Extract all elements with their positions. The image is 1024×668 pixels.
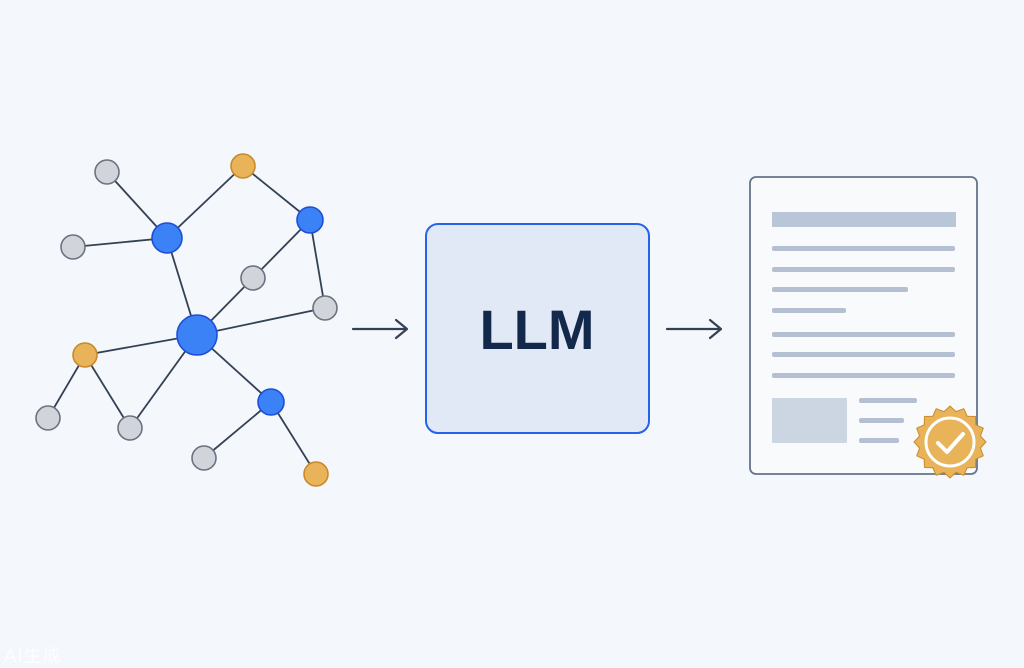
graph-node-orange (230, 153, 256, 179)
document-text-line (772, 352, 955, 357)
graph-edge (242, 165, 311, 221)
graph-node-blue (176, 314, 218, 356)
checkmark-icon (936, 432, 965, 454)
graph-node-gray (240, 265, 266, 291)
graph-edge (309, 219, 326, 309)
graph-edge (166, 165, 244, 239)
arrow-to-llm (351, 318, 409, 340)
graph-node-gray (60, 234, 86, 260)
document-text-line (859, 438, 899, 443)
graph-node-gray (117, 415, 143, 441)
graph-node-gray (94, 159, 120, 185)
document-header-bar (772, 212, 956, 227)
graph-node-blue (257, 388, 285, 416)
graph-node-blue (296, 206, 324, 234)
graph-node-gray (191, 445, 217, 471)
graph-node-gray (312, 295, 338, 321)
graph-node-gray (35, 405, 61, 431)
llm-label: LLM (479, 298, 594, 361)
graph-edge (203, 401, 272, 459)
arrow-to-document (665, 318, 723, 340)
document-icon (749, 176, 978, 475)
document-text-line (859, 398, 917, 403)
knowledge-graph-icon (35, 153, 338, 487)
document-image-placeholder (772, 398, 847, 443)
document-text-line (859, 418, 904, 423)
document-text-line (772, 373, 955, 378)
watermark: AI生成 (4, 646, 62, 667)
graph-edge (196, 307, 326, 336)
graph-edge (84, 354, 131, 429)
graph-node-orange (72, 342, 98, 368)
verified-badge-icon (913, 405, 987, 479)
llm-box: LLM (425, 223, 650, 434)
document-text-line (772, 267, 955, 272)
document-text-line (772, 246, 955, 251)
document-text-line (772, 287, 908, 292)
graph-edge (270, 401, 317, 475)
document-text-line (772, 332, 955, 337)
graph-node-blue (151, 222, 183, 254)
graph-nodes (35, 153, 338, 487)
graph-node-orange (303, 461, 329, 487)
document-text-line (772, 308, 846, 313)
